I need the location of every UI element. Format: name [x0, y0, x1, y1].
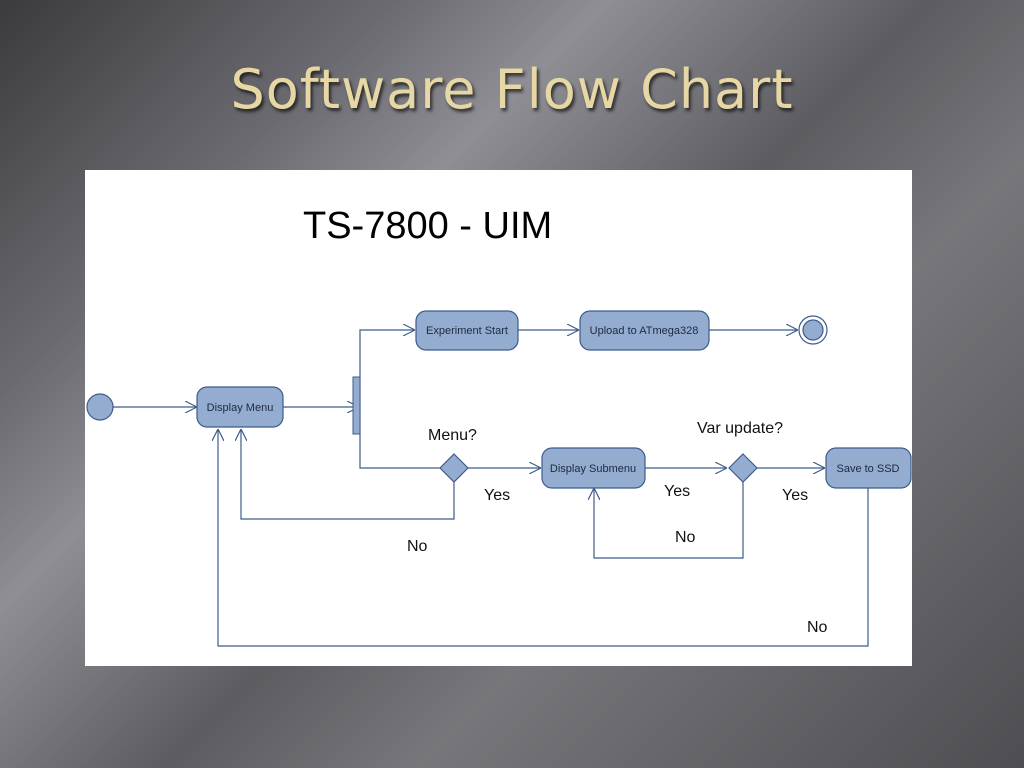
start-node — [86, 393, 114, 421]
end-node — [798, 315, 828, 345]
edge-var-no-loop — [594, 482, 744, 559]
node-display-submenu: Display Submenu — [541, 447, 646, 489]
label-var-yes: Yes — [782, 487, 808, 504]
node-save-ssd-label: Save to SSD — [837, 463, 900, 475]
decision-menu — [439, 453, 469, 483]
label-var-no: No — [675, 529, 696, 546]
slide-title: Software Flow Chart — [230, 58, 794, 121]
label-menu-yes: Yes — [484, 487, 510, 504]
label-save-no: No — [807, 619, 828, 636]
fork-bar — [352, 376, 361, 435]
node-experiment-start-label: Experiment Start — [426, 325, 508, 337]
decision-var-update-label: Var update? — [697, 420, 783, 437]
diagram-title: TS-7800 - UIM — [303, 205, 552, 247]
diagram-panel: TS-7800 - UIM Display Menu Experiment St… — [85, 170, 912, 666]
node-save-ssd: Save to SSD — [825, 447, 912, 489]
node-upload: Upload to ATmega328 — [579, 310, 710, 351]
node-display-submenu-label: Display Submenu — [550, 463, 636, 475]
node-experiment-start: Experiment Start — [415, 310, 519, 351]
node-upload-label: Upload to ATmega328 — [590, 325, 699, 337]
edge-save-no-loop — [218, 429, 869, 647]
label-submenu-yes: Yes — [664, 483, 690, 500]
node-display-menu: Display Menu — [196, 386, 284, 428]
flow-diagram: TS-7800 - UIM Display Menu Experiment St… — [86, 205, 912, 647]
decision-menu-label: Menu? — [428, 427, 477, 444]
decision-var-update — [728, 453, 758, 483]
edge-fork-to-experiment — [359, 330, 415, 407]
label-menu-no: No — [407, 538, 428, 555]
node-display-menu-label: Display Menu — [207, 402, 274, 414]
edge-decision-no-loop — [241, 429, 455, 520]
